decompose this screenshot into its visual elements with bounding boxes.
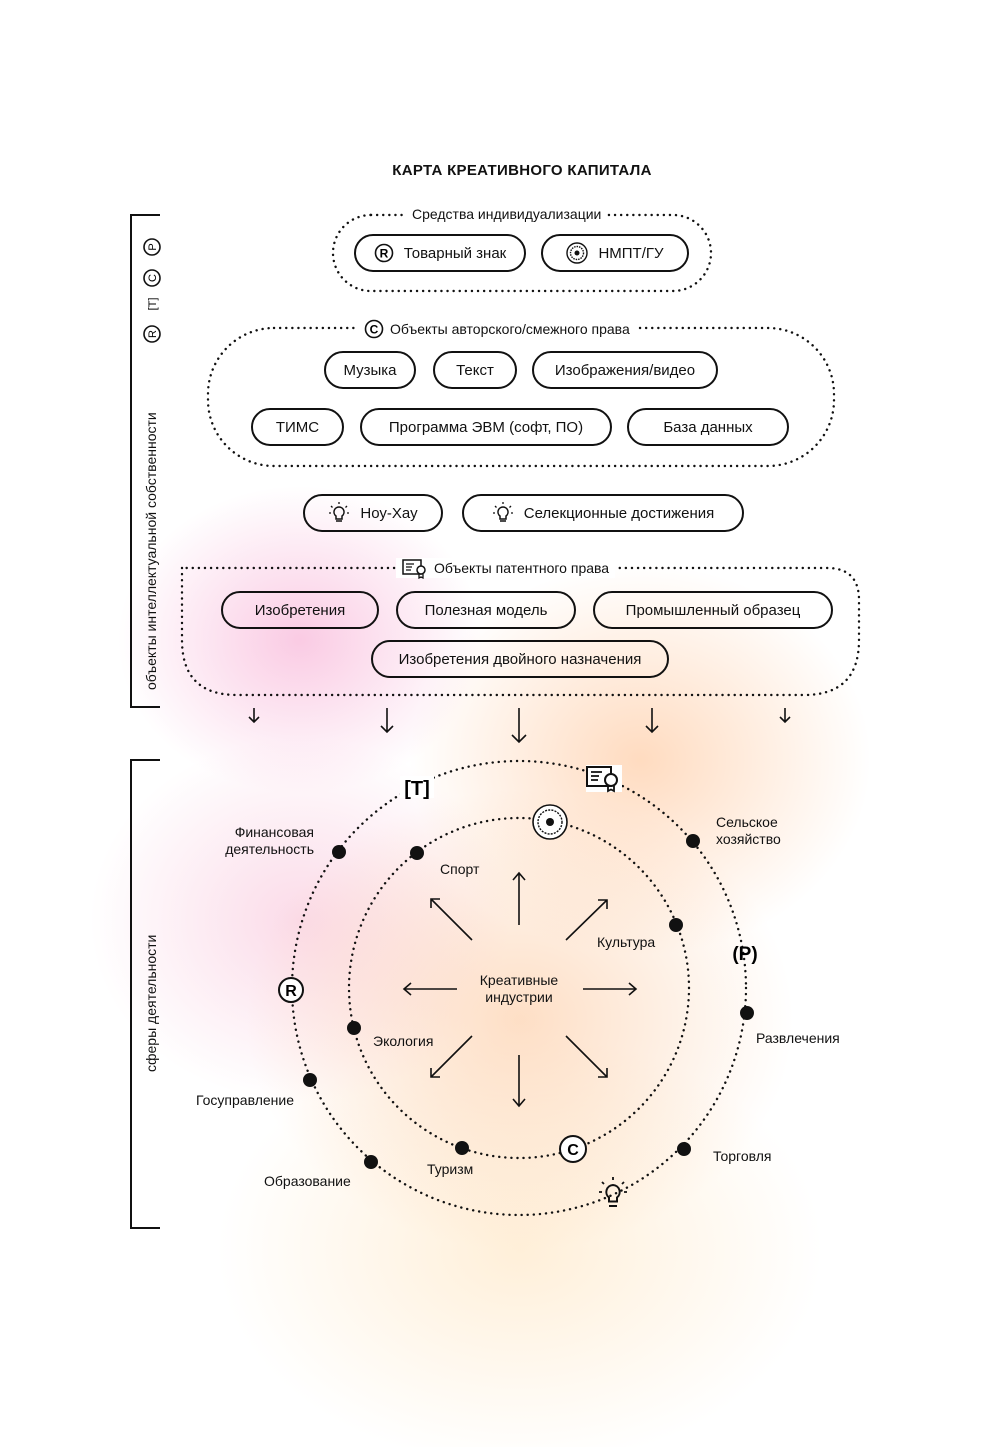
lightbulb-icon xyxy=(328,502,350,524)
label-education: Образование xyxy=(264,1173,351,1189)
copyright-icon: C xyxy=(364,319,384,339)
dot-tourism xyxy=(455,1141,469,1155)
pill-know-how: Ноу-Хау xyxy=(303,494,443,532)
svg-text:[T]: [T] xyxy=(147,298,159,311)
circle-selection-icon: (P) xyxy=(732,944,757,965)
label-sport: Спорт xyxy=(440,861,480,877)
emblem-seal-icon xyxy=(566,242,589,264)
lightbulb-icon xyxy=(492,502,514,524)
pill-dual-use: Изобретения двойного назначения xyxy=(371,640,669,678)
individualization-label: Средства индивидуализации xyxy=(406,206,608,222)
dot-entertainment xyxy=(740,1006,754,1020)
circle-tims-icon: [T] xyxy=(400,776,434,800)
page-title: КАРТА КРЕАТИВНОГО КАПИТАЛА xyxy=(392,162,652,179)
pill-industrial-design: Промышленный образец xyxy=(593,591,833,629)
pill-database: База данных xyxy=(627,408,789,446)
svg-text:C: C xyxy=(567,1142,579,1159)
pill-software: Программа ЭВМ (софт, ПО) xyxy=(360,408,612,446)
label-finance: Финансовая деятельность xyxy=(225,824,314,857)
copyright-label: C Объекты авторского/смежного права xyxy=(358,319,636,339)
selection-p-icon: P xyxy=(147,243,159,250)
circle-nmpt-seal-icon xyxy=(532,804,568,840)
dot-sport xyxy=(410,846,424,860)
registered-icon: R xyxy=(374,243,394,263)
dot-agriculture xyxy=(686,834,700,848)
pill-know-how-label: Ноу-Хау xyxy=(360,504,418,522)
label-entertainment: Развлечения xyxy=(756,1030,840,1046)
svg-text:R: R xyxy=(147,330,159,338)
svg-text:(P): (P) xyxy=(732,944,757,965)
pill-inventions: Изобретения xyxy=(221,591,379,629)
circle-patent-icon xyxy=(586,765,622,793)
center-label: Креативные индустрии xyxy=(479,972,559,1005)
patent-certificate-icon xyxy=(402,558,428,580)
patent-label: Объекты патентного права xyxy=(396,558,616,580)
pill-nmpt: НМПТ/ГУ xyxy=(541,234,689,272)
pill-trademark-label: Товарный знак xyxy=(403,244,507,262)
pill-images-video: Изображения/видео xyxy=(532,351,718,389)
svg-text:C: C xyxy=(147,274,159,282)
label-culture: Культура xyxy=(597,934,656,950)
pill-music: Музыка xyxy=(324,351,416,389)
sidebar-symbols: P C [T] R xyxy=(141,236,163,353)
pill-utility-model: Полезная модель xyxy=(396,591,576,629)
label-tourism: Туризм xyxy=(427,1161,474,1177)
svg-text:C: C xyxy=(370,323,379,337)
svg-text:R: R xyxy=(285,983,297,1000)
inner-circle xyxy=(347,816,691,1160)
circle-knowhow-icon xyxy=(599,1177,627,1207)
dot-education xyxy=(364,1155,378,1169)
down-arrows xyxy=(248,708,791,744)
circle-trademark-icon: R xyxy=(278,977,304,1003)
center-arrows xyxy=(402,871,638,1108)
dot-ecology xyxy=(347,1021,361,1035)
dot-culture xyxy=(669,918,683,932)
patent-label-text: Объекты патентного права xyxy=(434,560,610,576)
pill-tims: ТИМС xyxy=(251,408,344,446)
pill-trademark: R Товарный знак xyxy=(354,234,526,272)
svg-text:R: R xyxy=(379,247,388,261)
label-agriculture: Сельское хозяйство xyxy=(716,814,781,847)
label-trade: Торговля xyxy=(713,1148,772,1164)
dot-government xyxy=(303,1073,317,1087)
dot-trade xyxy=(677,1142,691,1156)
pill-nmpt-label: НМПТ/ГУ xyxy=(598,244,664,262)
pill-selection-label: Селекционные достижения xyxy=(523,504,715,522)
pill-text: Текст xyxy=(433,351,517,389)
label-government: Госуправление xyxy=(196,1092,294,1108)
svg-text:[T]: [T] xyxy=(404,778,430,800)
pill-selection: Селекционные достижения xyxy=(462,494,744,532)
copyright-label-text: Объекты авторского/смежного права xyxy=(390,321,630,337)
circle-copyright-icon: C xyxy=(559,1135,587,1163)
sidebar-symbol-icons: P C [T] R xyxy=(143,238,161,343)
dot-finance xyxy=(332,845,346,859)
label-ecology: Экология xyxy=(373,1033,434,1049)
